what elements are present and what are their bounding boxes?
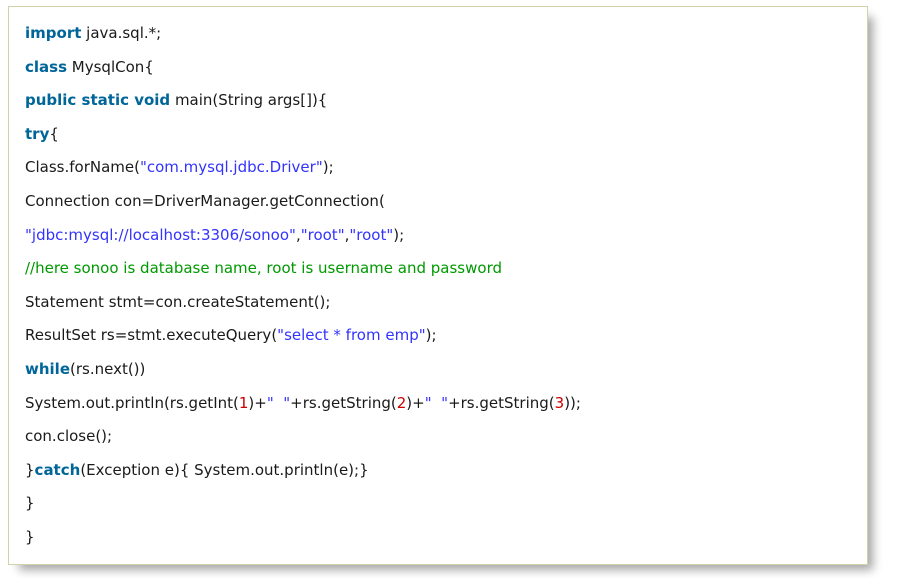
code-line: Class.forName("com.mysql.jdbc.Driver");	[25, 151, 849, 185]
code-token-string: "root"	[300, 225, 345, 244]
code-token-plain: MysqlCon{	[67, 57, 154, 76]
code-token-comment: //here sonoo is database name, root is u…	[25, 259, 502, 278]
code-token-plain: (Exception e){ System.out.println(e);}	[80, 460, 369, 479]
code-token-plain: )+	[248, 393, 267, 412]
code-line: Statement stmt=con.createStatement();	[25, 286, 849, 320]
code-line: }	[25, 487, 849, 521]
code-line: public static void main(String args[]){	[25, 84, 849, 118]
code-line: System.out.println(rs.getInt(1)+" "+rs.g…	[25, 387, 849, 421]
code-token-plain: Class.forName(	[25, 158, 140, 177]
code-token-string: "jdbc:mysql://localhost:3306/sonoo"	[25, 225, 296, 244]
code-token-keyword: class	[25, 57, 68, 76]
code-token-number: 2	[396, 393, 407, 412]
code-token-number: 1	[238, 393, 249, 412]
code-token-plain: ,	[295, 225, 301, 244]
code-token-plain: +rs.getString(	[290, 393, 397, 412]
code-token-plain: {	[49, 124, 59, 143]
code-line: while(rs.next())	[25, 353, 849, 387]
code-token-plain: main(String args[]){	[170, 91, 328, 110]
code-token-plain: Connection con=DriverManager.getConnecti…	[25, 191, 385, 210]
code-token-plain: java.sql.*;	[81, 24, 162, 42]
code-token-plain: con.close();	[25, 427, 113, 446]
code-token-keyword: while	[25, 359, 70, 378]
code-token-keyword: public static void	[25, 91, 171, 110]
code-line: try{	[25, 118, 849, 152]
code-token-plain: +rs.getString(	[448, 393, 555, 412]
code-token-plain: Statement stmt=con.createStatement();	[25, 292, 331, 311]
code-token-plain: System.out.println(rs.getInt(	[25, 393, 239, 412]
code-line: import java.sql.*;	[25, 17, 849, 51]
code-line: }catch(Exception e){ System.out.println(…	[25, 454, 849, 488]
code-line: ResultSet rs=stmt.executeQuery("select *…	[25, 319, 849, 353]
code-token-plain: ,	[344, 225, 350, 244]
code-token-string: " "	[266, 393, 291, 412]
code-token-string: "root"	[349, 225, 394, 244]
code-token-plain: }	[25, 527, 35, 546]
code-token-plain: (rs.next())	[70, 359, 146, 378]
code-token-plain: ));	[564, 393, 581, 412]
code-token-string: "com.mysql.jdbc.Driver"	[139, 158, 323, 177]
code-token-string: "select * from emp"	[277, 326, 426, 345]
code-token-string: " "	[424, 393, 449, 412]
code-line: con.close();	[25, 420, 849, 454]
code-line: }	[25, 521, 849, 555]
code-token-keyword: import	[25, 24, 82, 42]
code-token-plain: );	[322, 158, 334, 177]
code-token-keyword: catch	[34, 460, 81, 479]
code-line: Connection con=DriverManager.getConnecti…	[25, 185, 849, 219]
code-token-plain: }	[25, 460, 35, 479]
code-token-plain: ResultSet rs=stmt.executeQuery(	[25, 326, 278, 345]
code-block: import java.sql.*;class MysqlCon{public …	[8, 6, 868, 565]
code-token-plain: );	[393, 225, 405, 244]
code-token-plain: )+	[406, 393, 425, 412]
code-line: class MysqlCon{	[25, 51, 849, 85]
code-line: "jdbc:mysql://localhost:3306/sonoo","roo…	[25, 219, 849, 253]
code-token-number: 3	[554, 393, 565, 412]
code-line: //here sonoo is database name, root is u…	[25, 252, 849, 286]
code-token-keyword: try	[25, 124, 50, 143]
code-token-plain: }	[25, 494, 35, 513]
code-token-plain: );	[425, 326, 437, 345]
